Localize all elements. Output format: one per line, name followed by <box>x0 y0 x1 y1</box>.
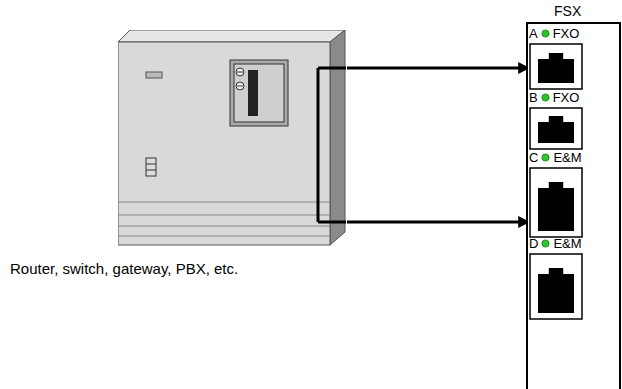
port-slot: D E&M <box>529 236 609 321</box>
port-slot: B FXO <box>529 90 609 151</box>
rj-jack <box>529 167 583 239</box>
status-led <box>541 153 550 162</box>
port-label-row: D E&M <box>529 236 609 251</box>
port-type: E&M <box>553 150 581 165</box>
device-caption: Router, switch, gateway, PBX, etc. <box>10 260 238 277</box>
connector-arrow <box>347 67 529 70</box>
rj-jack <box>529 107 583 151</box>
port-letter: A <box>529 26 538 41</box>
port-letter: B <box>529 90 538 105</box>
port-slot: C E&M <box>529 150 609 239</box>
port-letter: D <box>529 236 538 251</box>
port-label-row: B FXO <box>529 90 609 105</box>
port-type: FXO <box>553 90 580 105</box>
chassis-illustration <box>118 30 348 248</box>
rj-jack <box>529 253 583 321</box>
status-led <box>541 93 550 102</box>
port-letter: C <box>529 150 538 165</box>
port-type: FXO <box>553 26 580 41</box>
rj-jack <box>529 43 583 91</box>
status-led <box>541 29 550 38</box>
status-led <box>541 239 550 248</box>
fsx-panel: FSXAFXOBFXOCE&MDE&M <box>526 22 621 389</box>
panel-title: FSX <box>554 3 581 19</box>
port-slot: A FXO <box>529 26 609 91</box>
device-chassis: Router, switch, gateway, PBX, etc. <box>118 30 347 246</box>
port-label-row: C E&M <box>529 150 609 165</box>
port-label-row: A FXO <box>529 26 609 41</box>
port-type: E&M <box>553 236 581 251</box>
connector-arrow <box>347 221 529 224</box>
